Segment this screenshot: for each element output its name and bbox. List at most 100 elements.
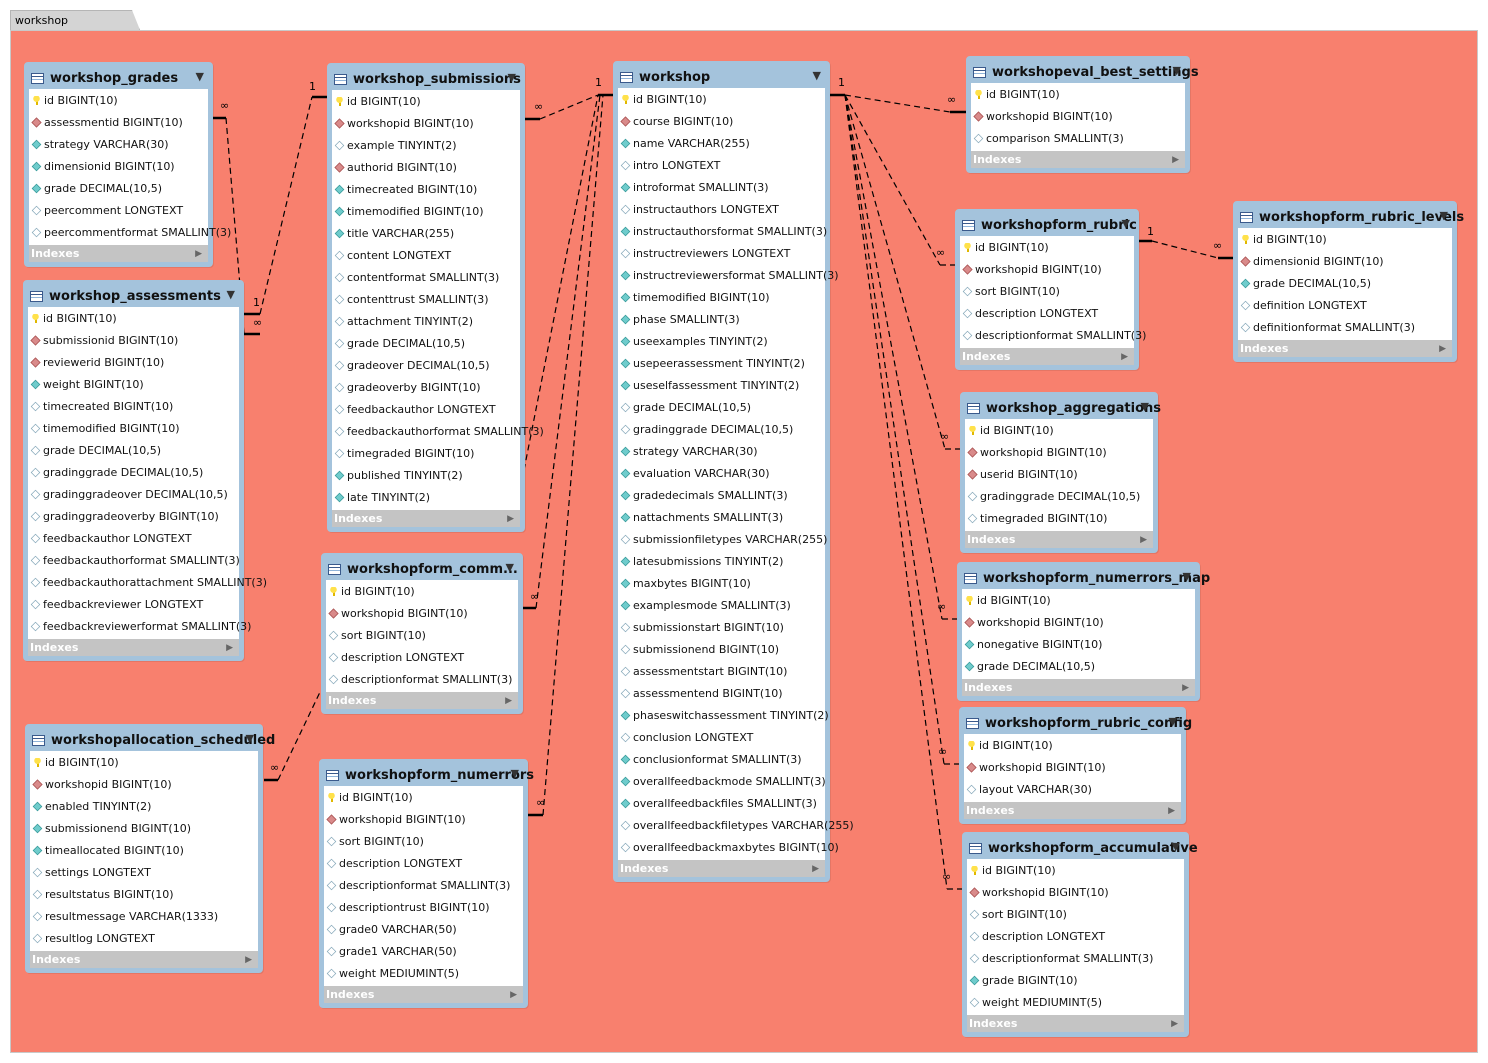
column-row[interactable]: workshopid BIGINT(10): [964, 756, 1181, 778]
column-row[interactable]: assessmentend BIGINT(10): [618, 682, 825, 704]
column-row[interactable]: id BIGINT(10): [965, 419, 1153, 441]
table-header[interactable]: workshopform_rubric_config▼: [964, 712, 1192, 734]
column-row[interactable]: contenttrust SMALLINT(3): [332, 288, 520, 310]
column-row[interactable]: id BIGINT(10): [324, 786, 523, 808]
indexes-section[interactable]: Indexes▶: [332, 510, 520, 527]
table-workshop-assessments[interactable]: workshop_assessments▼id BIGINT(10)submis…: [23, 280, 267, 661]
column-row[interactable]: grade DECIMAL(10,5): [1238, 272, 1452, 294]
column-row[interactable]: id BIGINT(10): [1238, 228, 1452, 250]
column-row[interactable]: gradinggrade DECIMAL(10,5): [618, 418, 825, 440]
column-row[interactable]: strategy VARCHAR(30): [618, 440, 825, 462]
column-row[interactable]: conclusionformat SMALLINT(3): [618, 748, 825, 770]
column-row[interactable]: description LONGTEXT: [326, 646, 518, 668]
expand-arrow-icon[interactable]: ▶: [245, 954, 252, 965]
column-row[interactable]: resultstatus BIGINT(10): [30, 883, 258, 905]
column-row[interactable]: instructreviewersformat SMALLINT(3): [618, 264, 839, 286]
expand-arrow-icon[interactable]: ▶: [812, 863, 819, 874]
column-row[interactable]: latesubmissions TINYINT(2): [618, 550, 825, 572]
indexes-section[interactable]: Indexes▶: [324, 986, 523, 1003]
column-row[interactable]: id BIGINT(10): [326, 580, 518, 602]
column-row[interactable]: submissionid BIGINT(10): [28, 329, 239, 351]
column-row[interactable]: feedbackauthorformat SMALLINT(3): [28, 549, 240, 571]
column-row[interactable]: feedbackreviewer LONGTEXT: [28, 593, 239, 615]
column-row[interactable]: workshopid BIGINT(10): [30, 773, 258, 795]
table-workshopform-rubric[interactable]: workshopform_rubric▼id BIGINT(10)worksho…: [955, 209, 1146, 370]
table-header[interactable]: workshop▼: [618, 66, 825, 88]
column-row[interactable]: definitionformat SMALLINT(3): [1238, 316, 1452, 338]
table-workshopallocation-scheduled[interactable]: workshopallocation_scheduled▼id BIGINT(1…: [25, 724, 275, 973]
column-row[interactable]: workshopid BIGINT(10): [326, 602, 518, 624]
column-row[interactable]: grade1 VARCHAR(50): [324, 940, 523, 962]
indexes-section[interactable]: Indexes▶: [1238, 340, 1452, 357]
column-row[interactable]: id BIGINT(10): [960, 236, 1134, 258]
column-row[interactable]: submissionstart BIGINT(10): [618, 616, 825, 638]
table-workshopform-rubric-levels[interactable]: workshopform_rubric_levels▼id BIGINT(10)…: [1233, 201, 1464, 362]
column-row[interactable]: workshopid BIGINT(10): [971, 105, 1185, 127]
table-header[interactable]: workshopform_comm...▼: [326, 558, 518, 580]
collapse-arrow-icon[interactable]: ▼: [1182, 570, 1191, 583]
expand-arrow-icon[interactable]: ▶: [1439, 343, 1446, 354]
collapse-arrow-icon[interactable]: ▼: [510, 767, 519, 780]
column-row[interactable]: workshopid BIGINT(10): [960, 258, 1134, 280]
column-row[interactable]: gradinggradeover DECIMAL(10,5): [28, 483, 239, 505]
indexes-section[interactable]: Indexes▶: [967, 1015, 1184, 1032]
table-workshop-grades[interactable]: workshop_grades▼id BIGINT(10)assessmenti…: [24, 62, 231, 267]
column-row[interactable]: introformat SMALLINT(3): [618, 176, 825, 198]
collapse-arrow-icon[interactable]: ▼: [1140, 400, 1149, 413]
column-row[interactable]: useexamples TINYINT(2): [618, 330, 825, 352]
column-row[interactable]: overallfeedbackfiletypes VARCHAR(255): [618, 814, 854, 836]
column-row[interactable]: feedbackauthorformat SMALLINT(3): [332, 420, 544, 442]
column-row[interactable]: intro LONGTEXT: [618, 154, 825, 176]
column-row[interactable]: weight MEDIUMINT(5): [967, 991, 1184, 1013]
column-row[interactable]: peercomment LONGTEXT: [29, 199, 208, 221]
column-row[interactable]: workshopid BIGINT(10): [324, 808, 523, 830]
column-row[interactable]: description LONGTEXT: [324, 852, 523, 874]
column-row[interactable]: late TINYINT(2): [332, 486, 520, 508]
column-row[interactable]: dimensionid BIGINT(10): [29, 155, 208, 177]
table-header[interactable]: workshop_grades▼: [29, 67, 208, 89]
column-row[interactable]: name VARCHAR(255): [618, 132, 825, 154]
column-row[interactable]: sort BIGINT(10): [960, 280, 1134, 302]
indexes-section[interactable]: Indexes▶: [326, 692, 518, 709]
collapse-arrow-icon[interactable]: ▼: [226, 288, 235, 301]
column-row[interactable]: descriptionformat SMALLINT(3): [326, 668, 518, 690]
column-row[interactable]: contentformat SMALLINT(3): [332, 266, 520, 288]
column-row[interactable]: grade DECIMAL(10,5): [29, 177, 208, 199]
indexes-section[interactable]: Indexes▶: [962, 679, 1195, 696]
column-row[interactable]: overallfeedbackmode SMALLINT(3): [618, 770, 826, 792]
table-header[interactable]: workshopeval_best_settings▼: [971, 61, 1199, 83]
table-workshopform-numerrors-map[interactable]: workshopform_numerrors_map▼id BIGINT(10)…: [957, 562, 1210, 701]
column-row[interactable]: feedbackauthorattachment SMALLINT(3): [28, 571, 267, 593]
column-row[interactable]: strategy VARCHAR(30): [29, 133, 208, 155]
indexes-section[interactable]: Indexes▶: [964, 802, 1181, 819]
expand-arrow-icon[interactable]: ▶: [507, 513, 514, 524]
column-row[interactable]: usepeerassessment TINYINT(2): [618, 352, 825, 374]
column-row[interactable]: definition LONGTEXT: [1238, 294, 1452, 316]
table-workshopform-numerrors[interactable]: workshopform_numerrors▼id BIGINT(10)work…: [319, 759, 534, 1008]
indexes-section[interactable]: Indexes▶: [960, 348, 1134, 365]
diagram-tab[interactable]: workshop: [10, 10, 140, 30]
column-row[interactable]: descriptiontrust BIGINT(10): [324, 896, 523, 918]
column-row[interactable]: grade BIGINT(10): [967, 969, 1184, 991]
table-header[interactable]: workshopform_rubric_levels▼: [1238, 206, 1464, 228]
table-header[interactable]: workshop_aggregations▼: [965, 397, 1161, 419]
column-row[interactable]: id BIGINT(10): [962, 589, 1195, 611]
expand-arrow-icon[interactable]: ▶: [1140, 534, 1147, 545]
column-row[interactable]: gradinggradeoverby BIGINT(10): [28, 505, 239, 527]
column-row[interactable]: gradeoverby BIGINT(10): [332, 376, 520, 398]
table-workshop[interactable]: workshop▼id BIGINT(10)course BIGINT(10)n…: [613, 61, 854, 882]
column-row[interactable]: attachment TINYINT(2): [332, 310, 520, 332]
column-row[interactable]: gradinggrade DECIMAL(10,5): [28, 461, 239, 483]
indexes-section[interactable]: Indexes▶: [29, 245, 208, 262]
indexes-section[interactable]: Indexes▶: [971, 151, 1185, 168]
table-header[interactable]: workshop_assessments▼: [28, 285, 239, 307]
column-row[interactable]: nonegative BIGINT(10): [962, 633, 1195, 655]
table-header[interactable]: workshop_submissions▼: [332, 68, 521, 90]
column-row[interactable]: userid BIGINT(10): [965, 463, 1153, 485]
column-row[interactable]: enabled TINYINT(2): [30, 795, 258, 817]
column-row[interactable]: content LONGTEXT: [332, 244, 520, 266]
expand-arrow-icon[interactable]: ▶: [1171, 1018, 1178, 1029]
column-row[interactable]: timecreated BIGINT(10): [28, 395, 239, 417]
column-row[interactable]: comparison SMALLINT(3): [971, 127, 1185, 149]
column-row[interactable]: weight BIGINT(10): [28, 373, 239, 395]
